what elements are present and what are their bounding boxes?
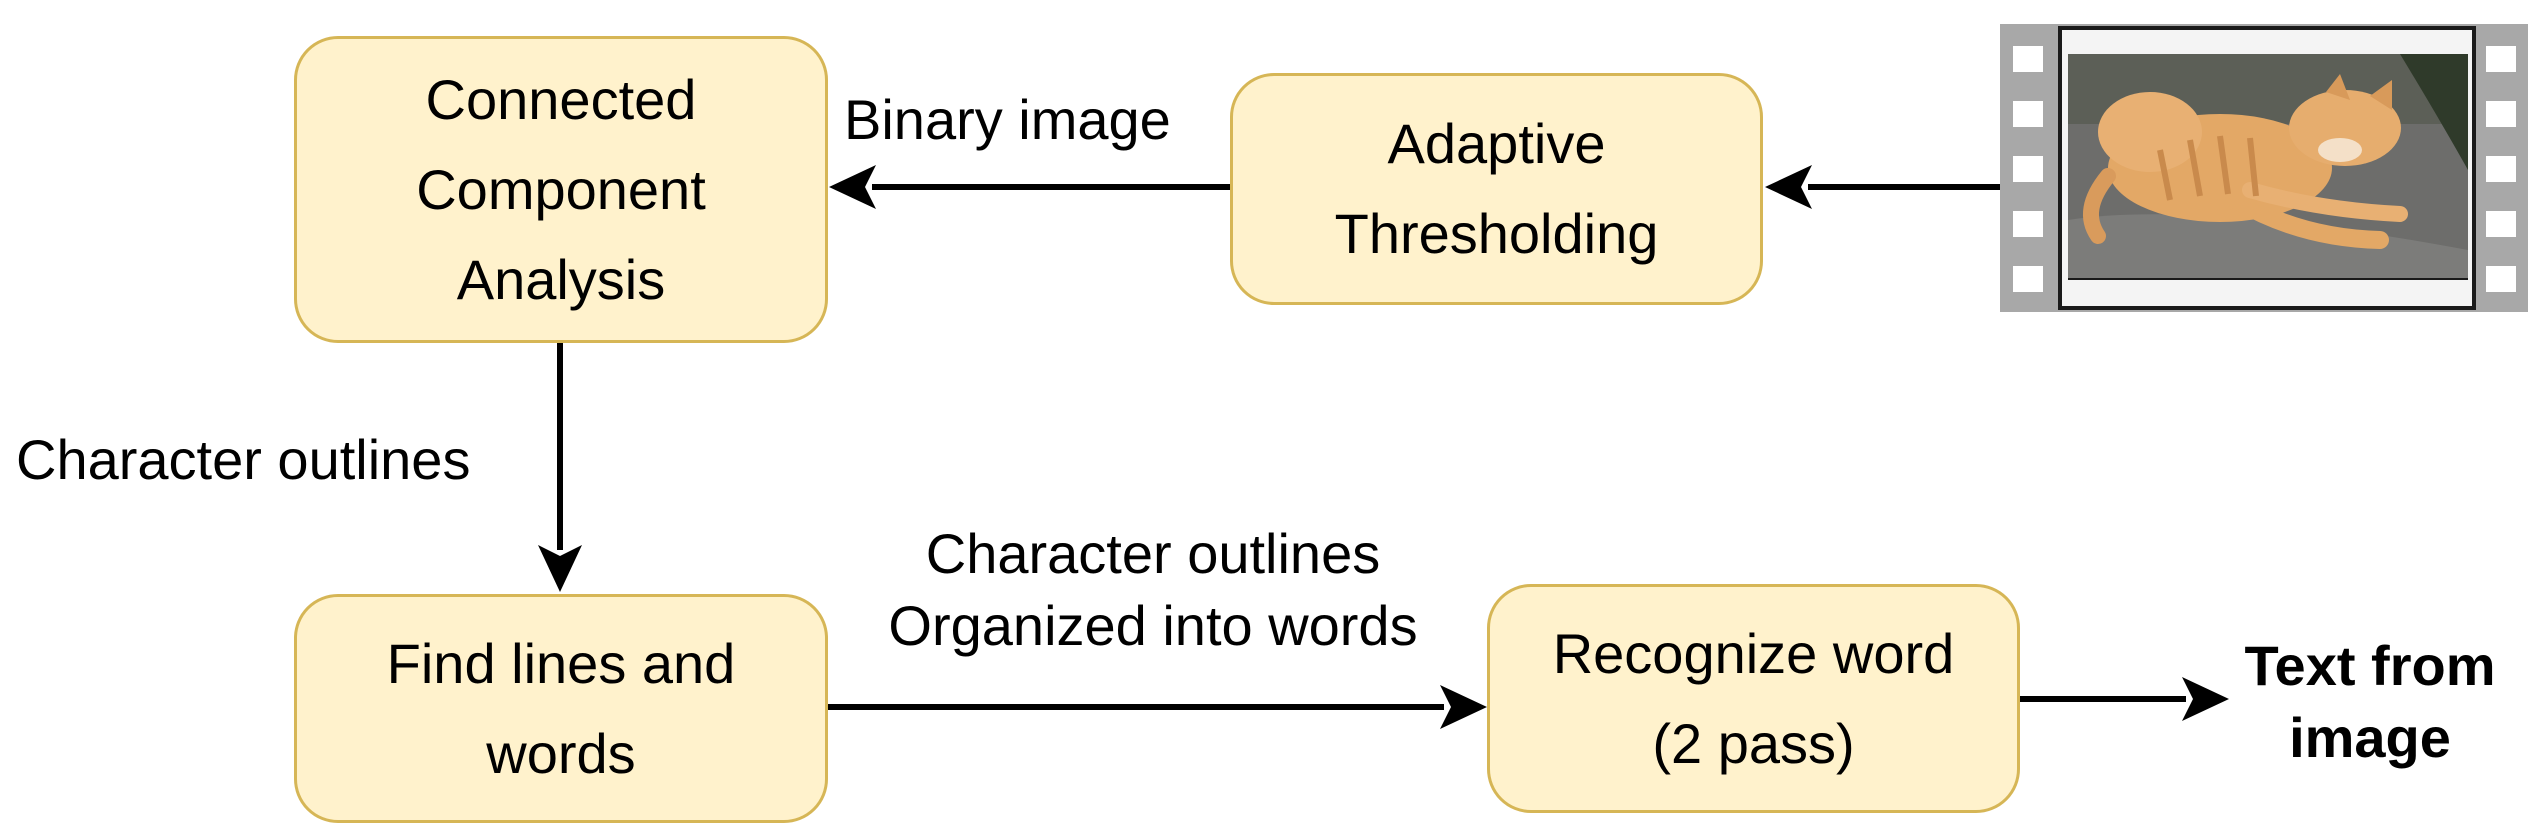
text-from-image-output-label: Text from image: [2244, 634, 2496, 769]
binary-image-label: Binary image: [844, 88, 1171, 151]
find-lines-and-words-box: Find lines and words: [294, 594, 828, 823]
adaptive-thresholding-box: Adaptive Thresholding: [1230, 73, 1763, 305]
connected-component-analysis-label: Connected Component Analysis: [416, 67, 706, 311]
arrow-find-lines-to-recognize-word: [828, 685, 1487, 729]
film-strip-cat-photo-icon: [2000, 24, 2528, 312]
arrow-connected-component-to-find-lines: [538, 343, 582, 592]
character-outlines-label: Character outlines: [16, 428, 471, 491]
character-outlines-organized-label: Character outlines Organized into words: [888, 522, 1418, 657]
arrow-thresholding-to-connected-component: [829, 165, 1230, 209]
arrow-recognize-word-to-output: [2020, 677, 2229, 721]
arrow-film-to-thresholding: [1765, 165, 2000, 209]
recognize-word-box: Recognize word (2 pass): [1487, 584, 2020, 813]
recognize-word-label: Recognize word (2 pass): [1552, 621, 1955, 775]
find-lines-and-words-label: Find lines and words: [386, 631, 736, 785]
connected-component-analysis-box: Connected Component Analysis: [294, 36, 828, 343]
adaptive-thresholding-label: Adaptive Thresholding: [1334, 112, 1659, 265]
